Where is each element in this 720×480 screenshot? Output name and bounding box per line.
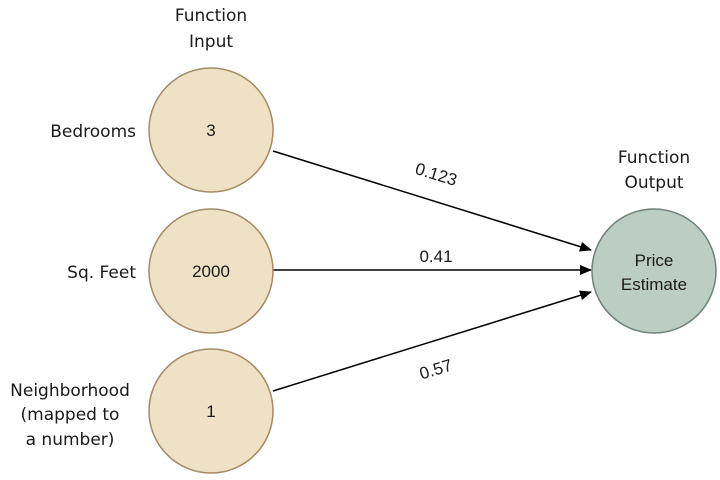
input-node-sqfeet xyxy=(148,208,274,334)
input-value-sqfeet: 2000 xyxy=(192,262,230,281)
input-heading-line2: Input xyxy=(189,32,233,52)
label-neighborhood-line3: a number) xyxy=(26,430,115,450)
label-bedrooms: Bedrooms xyxy=(50,122,136,142)
input-value-neighborhood: 1 xyxy=(206,402,215,421)
input-node-neighborhood xyxy=(148,348,274,474)
input-value-bedrooms: 3 xyxy=(206,121,215,140)
label-neighborhood-line2: (mapped to xyxy=(21,405,120,425)
weight-neighborhood: 0.57 xyxy=(417,356,454,384)
output-label-line2: Estimate xyxy=(621,275,687,294)
output-heading-line1: Function xyxy=(618,148,690,168)
edge-neighborhood xyxy=(272,290,592,392)
input-heading-line1: Function xyxy=(175,6,247,26)
output-node-price-estimate xyxy=(591,208,717,334)
edge-bedrooms xyxy=(272,150,592,252)
weight-sqfeet: 0.41 xyxy=(419,247,452,266)
output-label-line1: Price xyxy=(635,251,674,270)
input-node-bedrooms xyxy=(148,67,274,193)
weight-bedrooms: 0.123 xyxy=(413,159,459,190)
label-sqfeet: Sq. Feet xyxy=(67,263,136,283)
label-neighborhood-line1: Neighborhood xyxy=(10,381,130,401)
output-heading-line2: Output xyxy=(624,173,683,193)
